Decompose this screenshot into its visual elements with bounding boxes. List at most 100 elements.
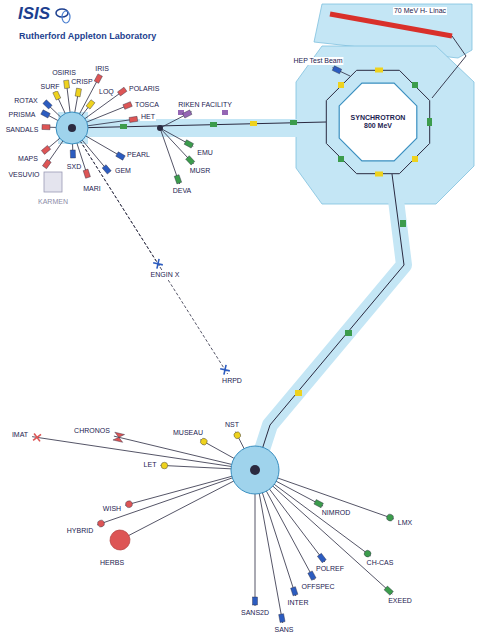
instrument-label: NIMROD (321, 509, 351, 517)
label-slot: LET (143, 453, 158, 471)
muon-target (157, 125, 163, 131)
instrument-block (129, 116, 138, 122)
label-slot: VESUVIO (7, 163, 40, 181)
instrument-symbol (70, 150, 75, 158)
linac-label: 70 MeV H- Linac (393, 7, 447, 15)
instrument-label: TOSCA (134, 101, 160, 109)
instrument-label: OFFSPEC (300, 583, 335, 591)
label-slot: KARMEN (37, 190, 69, 208)
instrument-label: CH-CAS (366, 559, 395, 567)
label-slot: HEP Test Beam (292, 49, 343, 67)
facility-title: ISIS (18, 5, 50, 24)
instrument-dot (97, 519, 105, 527)
instrument-symbol (107, 527, 134, 554)
instrument-label: SURF (39, 83, 60, 91)
instrument-label: SANS (273, 626, 294, 634)
instrument-label: HYBRID (66, 527, 94, 535)
octagon-shape (339, 83, 417, 161)
label-slot: HET (140, 105, 156, 123)
label-slot: CRISP (70, 70, 93, 88)
label-slot: ROTAX (13, 89, 39, 107)
instrument-label: CHRONOS (73, 427, 111, 435)
instrument-symbol (386, 513, 394, 521)
magnet (120, 124, 127, 129)
injection-line (432, 36, 466, 98)
label-slot: MUSEAU (172, 421, 204, 439)
magnet (345, 330, 352, 336)
instrument-symbol (33, 433, 41, 441)
instrument-cross (153, 259, 163, 269)
synchrotron-hall (296, 46, 474, 204)
lab-name: Rutherford Appleton Laboratory (18, 32, 157, 42)
instrument-label: MAPS (17, 155, 39, 163)
instrument-dot (363, 549, 372, 558)
instrument-block (184, 140, 193, 148)
instrument-block (70, 150, 75, 158)
instrument-block (86, 100, 95, 109)
instrument-label: PEARL (126, 151, 151, 159)
instrument-label: MUSEAU (172, 429, 204, 437)
label-slot: TOSCA (134, 93, 160, 111)
instrument-symbol (117, 87, 126, 96)
instrument-symbol (53, 91, 61, 100)
instrument-block (183, 110, 192, 118)
magnet (338, 82, 344, 88)
label-slot: POLARIS (128, 77, 160, 95)
instrument-label: SANDALS (5, 126, 40, 134)
instrument-block (279, 614, 285, 623)
instrument-symbol (83, 169, 90, 178)
instrument-label: GEM (114, 167, 132, 175)
instrument-symbol (279, 614, 285, 623)
label-slot: PEARL (126, 143, 151, 161)
synchrotron-box: SYNCHROTRON 800 MeV (335, 79, 421, 165)
label-slot: LMX (397, 511, 413, 529)
instrument-symbol (41, 110, 50, 118)
instrument-symbol (233, 431, 242, 440)
instrument-label: MUSR (189, 167, 212, 175)
instrument-dot (161, 462, 168, 469)
label-slot: HERBS (99, 551, 125, 569)
instrument-symbol (129, 116, 138, 122)
instrument-symbol (174, 175, 181, 184)
instrument-block (83, 169, 90, 178)
instrument-label: IMAT (11, 431, 29, 439)
instrument-symbol (94, 74, 102, 83)
instrument-symbol (42, 124, 50, 129)
riken-magnet (222, 110, 228, 115)
instrument-block (53, 91, 61, 100)
label-slot: MARI (82, 177, 102, 195)
instrument-symbol (291, 587, 298, 596)
instrument-block (94, 74, 102, 83)
label-slot: INTER (287, 591, 310, 609)
label-slot: EXEED (387, 589, 413, 607)
instrument-symbol (314, 500, 323, 508)
instrument-block (332, 66, 341, 74)
instrument-label: POLARIS (128, 85, 160, 93)
instrument-block (41, 110, 50, 118)
instrument-symbol (113, 432, 125, 442)
label-slot: IMAT (11, 423, 29, 441)
instrument-symbol (64, 80, 70, 89)
beamline (32, 437, 255, 470)
instrument-label: PRISMA (8, 111, 37, 119)
instrument-label: NST (224, 421, 240, 429)
instrument-label: EXEED (387, 597, 413, 605)
instrument-block (42, 159, 51, 168)
instrument-dot (125, 500, 133, 508)
instrument-label: POLREF (315, 565, 345, 573)
instrument-label: LOQ (98, 88, 115, 96)
label-slot: NIMROD (321, 501, 351, 519)
instrument-label: OSIRIS (51, 69, 77, 77)
label-slot: LOQ (98, 80, 115, 98)
instrument-symbol (184, 140, 193, 148)
label-slot: SURF (39, 75, 60, 93)
linac (330, 14, 452, 36)
label-slot: WISH (102, 497, 122, 515)
instrument-label: EMU (196, 149, 214, 157)
instrument-block (42, 124, 50, 129)
instrument-symbol (161, 462, 168, 469)
logo-swirl (62, 11, 70, 23)
target (250, 465, 260, 475)
